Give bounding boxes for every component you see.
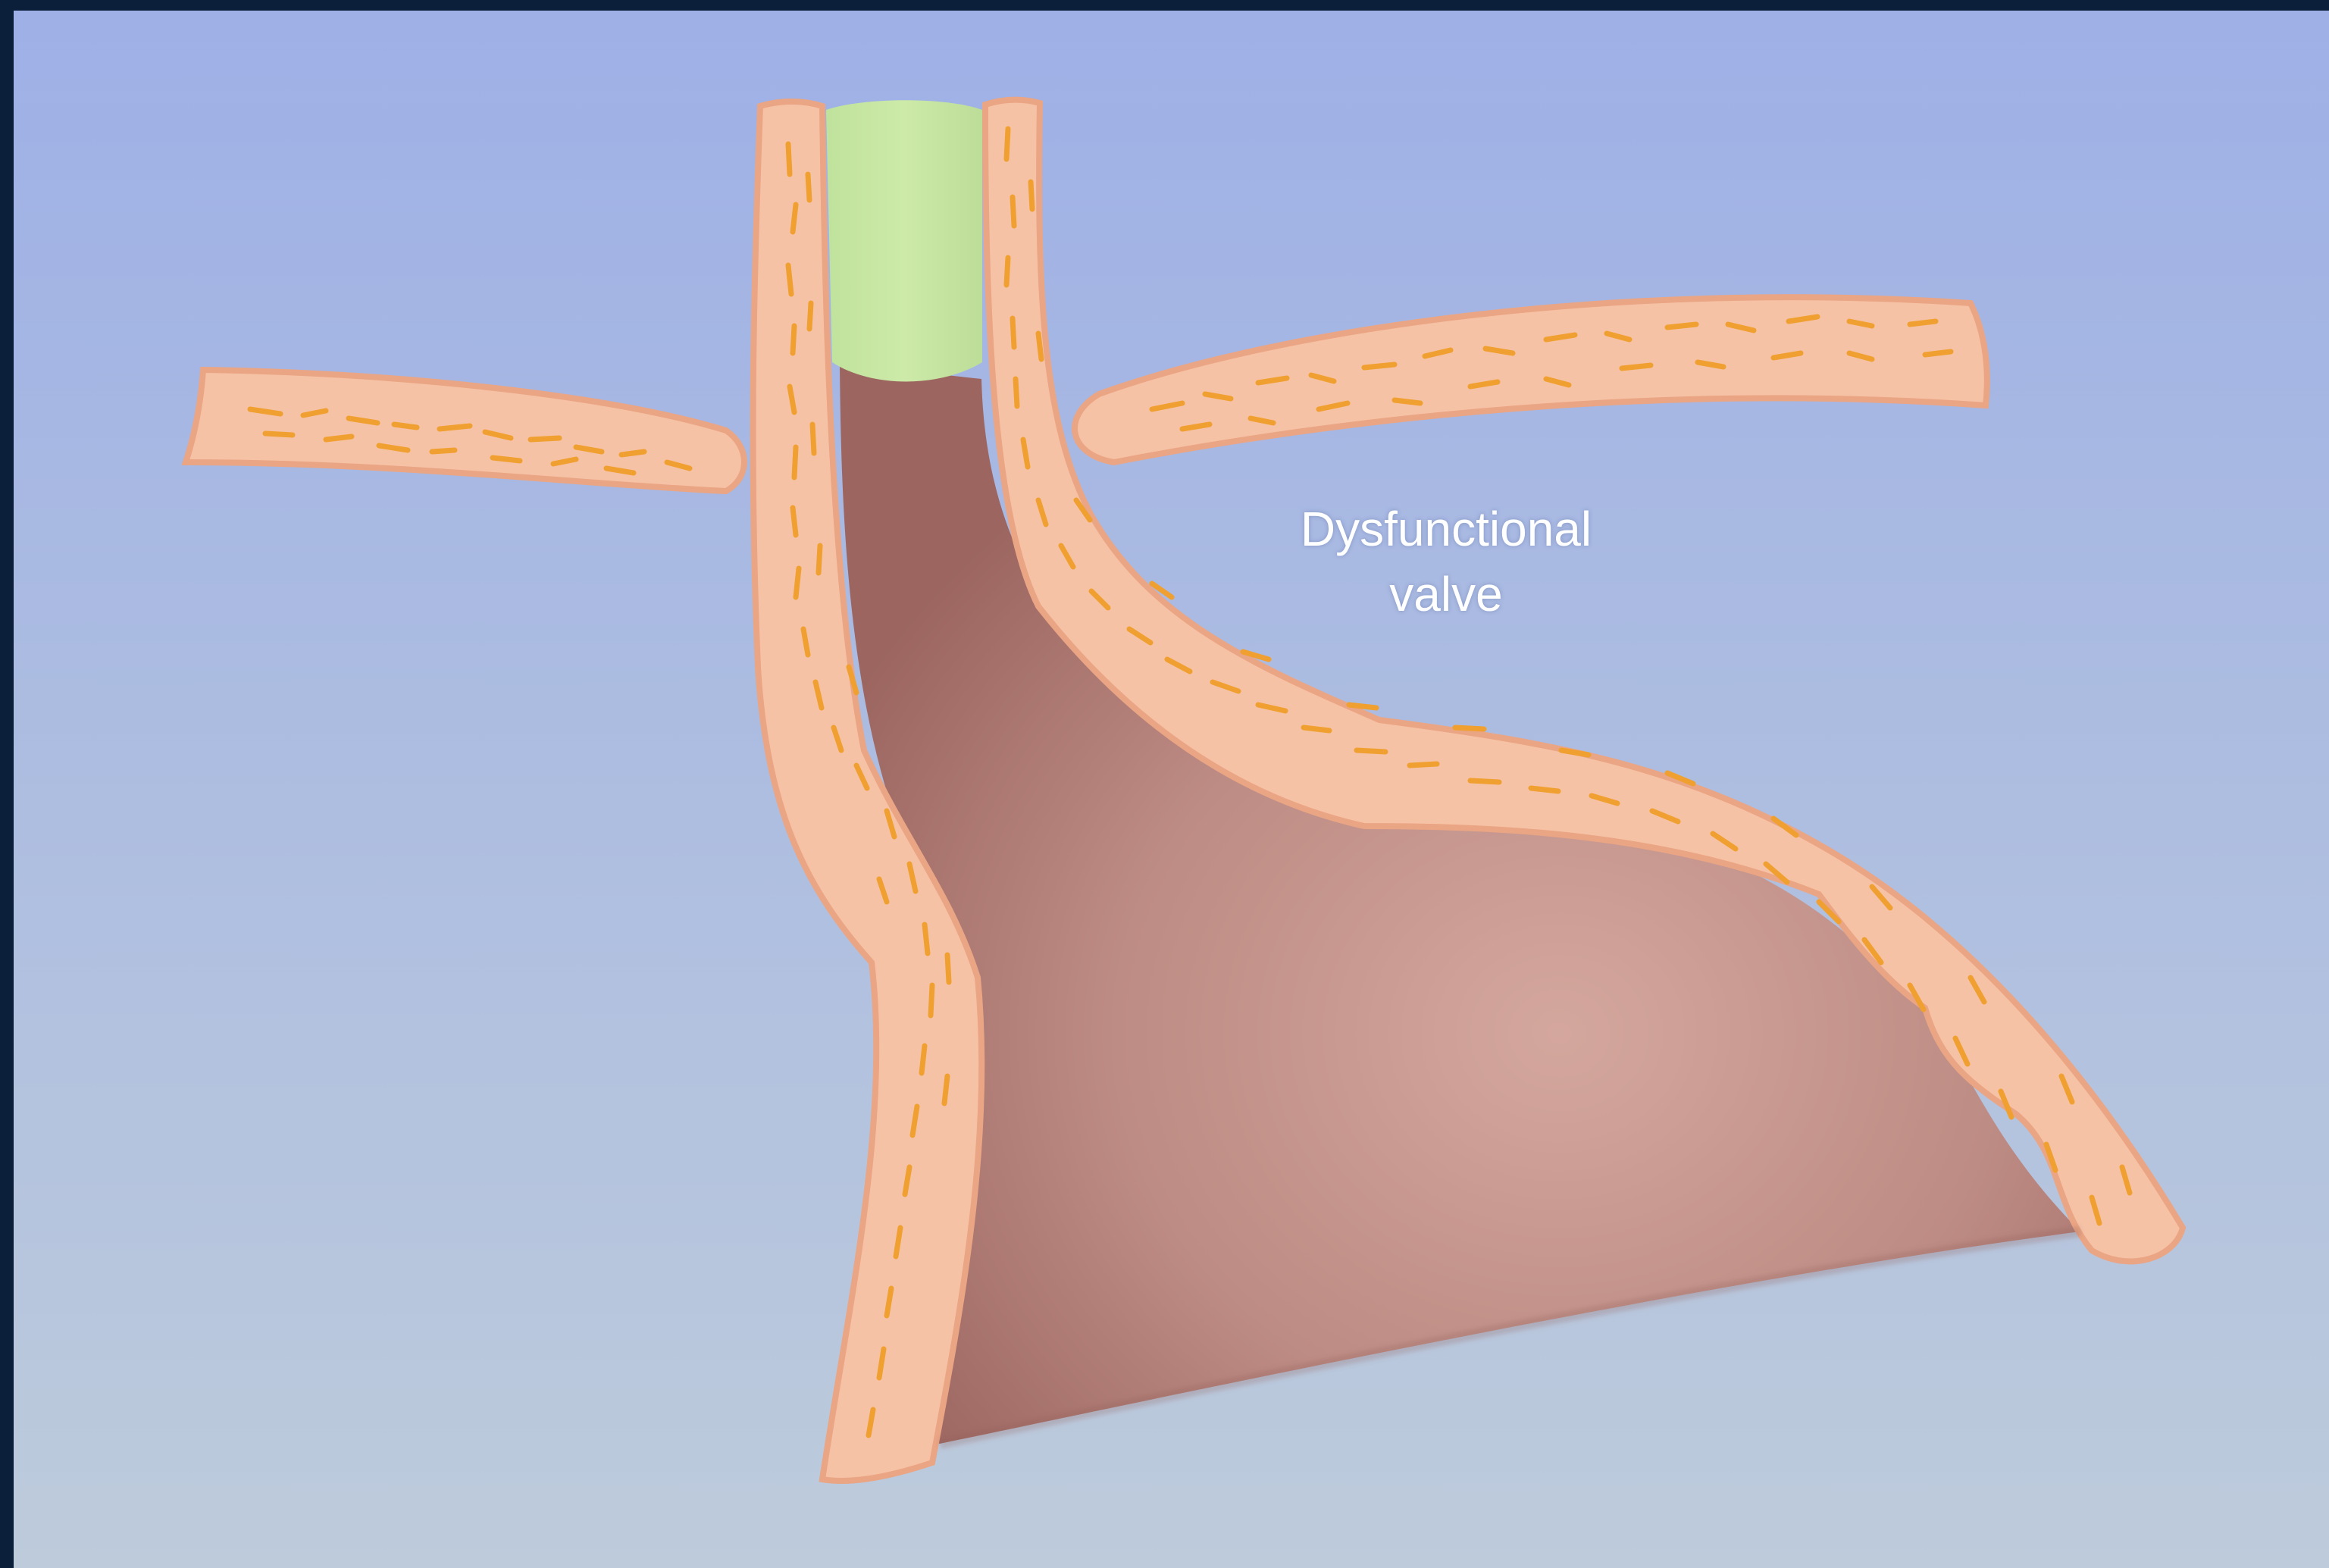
label-line-2: valve [1219,562,1673,627]
dysfunctional-valve-label: Dysfunctional valve [1219,496,1673,627]
label-line-1: Dysfunctional [1219,496,1673,562]
food-bolus [826,100,982,381]
